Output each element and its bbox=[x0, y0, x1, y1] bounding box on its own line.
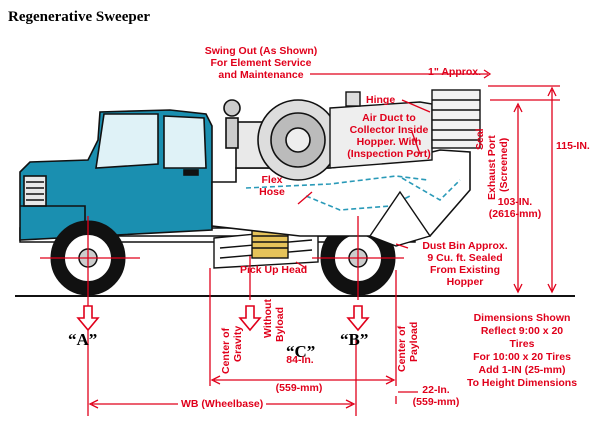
cop-line-1: Center of bbox=[396, 325, 408, 372]
swing-out-line-2: For Element Service bbox=[210, 57, 312, 69]
cop-line-2: Payload bbox=[408, 321, 420, 362]
note-line-6: To Height Dimensions bbox=[466, 377, 578, 389]
without-line-1: Without bbox=[262, 299, 274, 338]
without-byload-label: Without Byload bbox=[262, 299, 286, 342]
swing-out-line-1: Swing Out (As Shown) bbox=[204, 45, 318, 57]
one-inch-label: 1" Approx. bbox=[428, 66, 482, 78]
flex-hose-line-2: Hose bbox=[259, 186, 285, 198]
center-of-gravity-label: Center of Gravity bbox=[220, 326, 244, 374]
note-line-4: For 10:00 x 20 Tires bbox=[473, 351, 571, 363]
dust-bin-line-2: 9 Cu. ft. Sealed bbox=[427, 252, 503, 264]
blower-unit bbox=[223, 99, 339, 181]
label-a: “A” bbox=[68, 330, 98, 349]
note-line-5: Add 1-IN (25-mm) bbox=[478, 364, 566, 376]
swing-out-label: Swing Out (As Shown) For Element Service… bbox=[186, 45, 336, 81]
dust-bin bbox=[368, 190, 432, 247]
air-duct-line-1: Air Duct to bbox=[362, 112, 416, 124]
height-115-label: 115-IN. bbox=[556, 140, 590, 152]
without-line-2: Byload bbox=[274, 306, 286, 342]
dim-22-label: 22-In. (559-mm) bbox=[404, 384, 468, 408]
exhaust-line-1: Exhaust Port bbox=[486, 135, 498, 200]
wheelbase-label: WB (Wheelbase) bbox=[178, 398, 267, 410]
flex-hose-line-1: Flex bbox=[261, 174, 283, 186]
hinge-label: Hinge bbox=[366, 94, 396, 106]
note-line-2: Reflect 9:00 x 20 bbox=[480, 325, 564, 337]
height-103-line-2: (2616-mm) bbox=[488, 208, 542, 220]
down-arrows bbox=[76, 305, 370, 332]
air-duct-line-2: Collector Inside bbox=[349, 124, 429, 136]
annotation-lines bbox=[40, 69, 560, 416]
truck-cab bbox=[19, 109, 213, 241]
dust-bin-label: Dust Bin Approx. 9 Cu. ft. Sealed From E… bbox=[410, 240, 520, 288]
cog-line-2: Gravity bbox=[232, 325, 244, 362]
dust-bin-line-4: Hopper bbox=[446, 276, 484, 288]
label-c: “C” bbox=[286, 342, 316, 361]
label-b: “B” bbox=[340, 330, 369, 349]
dim-22-line-2: (559-mm) bbox=[412, 396, 460, 408]
seal-label: Seal bbox=[474, 128, 486, 150]
air-duct-label: Air Duct to Collector Inside Hopper. Wit… bbox=[336, 112, 442, 160]
dust-bin-line-1: Dust Bin Approx. bbox=[422, 240, 508, 252]
exhaust-line-2: (Screened) bbox=[498, 137, 510, 192]
cog-line-1: Center of bbox=[220, 327, 232, 374]
air-duct-line-4: (Inspection Port) bbox=[347, 148, 431, 160]
swing-out-line-3: and Maintenance bbox=[218, 69, 304, 81]
air-duct-line-3: Hopper. With bbox=[356, 136, 422, 148]
flex-hose-label: Flex Hose bbox=[252, 174, 292, 198]
page-title: Regenerative Sweeper bbox=[8, 9, 151, 25]
pickup-head-label: Pick Up Head bbox=[240, 264, 308, 276]
dim-84-label: 84-In. bbox=[260, 354, 340, 366]
center-of-payload-label: Center of Payload bbox=[396, 322, 420, 372]
top-housing bbox=[329, 89, 481, 169]
note-line-3: Tires bbox=[509, 338, 535, 350]
note-line-1: Dimensions Shown bbox=[473, 312, 571, 324]
dim-559-label: (559-mm) bbox=[275, 382, 323, 394]
height-103-label: 103-IN. (2616-mm) bbox=[472, 196, 558, 220]
dust-bin-line-3: From Existing bbox=[429, 264, 500, 276]
exhaust-port-label: Exhaust Port (Screened) bbox=[486, 135, 510, 200]
dim-22-line-1: 22-In. bbox=[422, 384, 450, 396]
height-103-line-1: 103-IN. bbox=[497, 196, 533, 208]
dim-84-line-1: 84-In. bbox=[286, 354, 314, 366]
dimensions-note: Dimensions Shown Reflect 9:00 x 20 Tires… bbox=[458, 312, 586, 390]
